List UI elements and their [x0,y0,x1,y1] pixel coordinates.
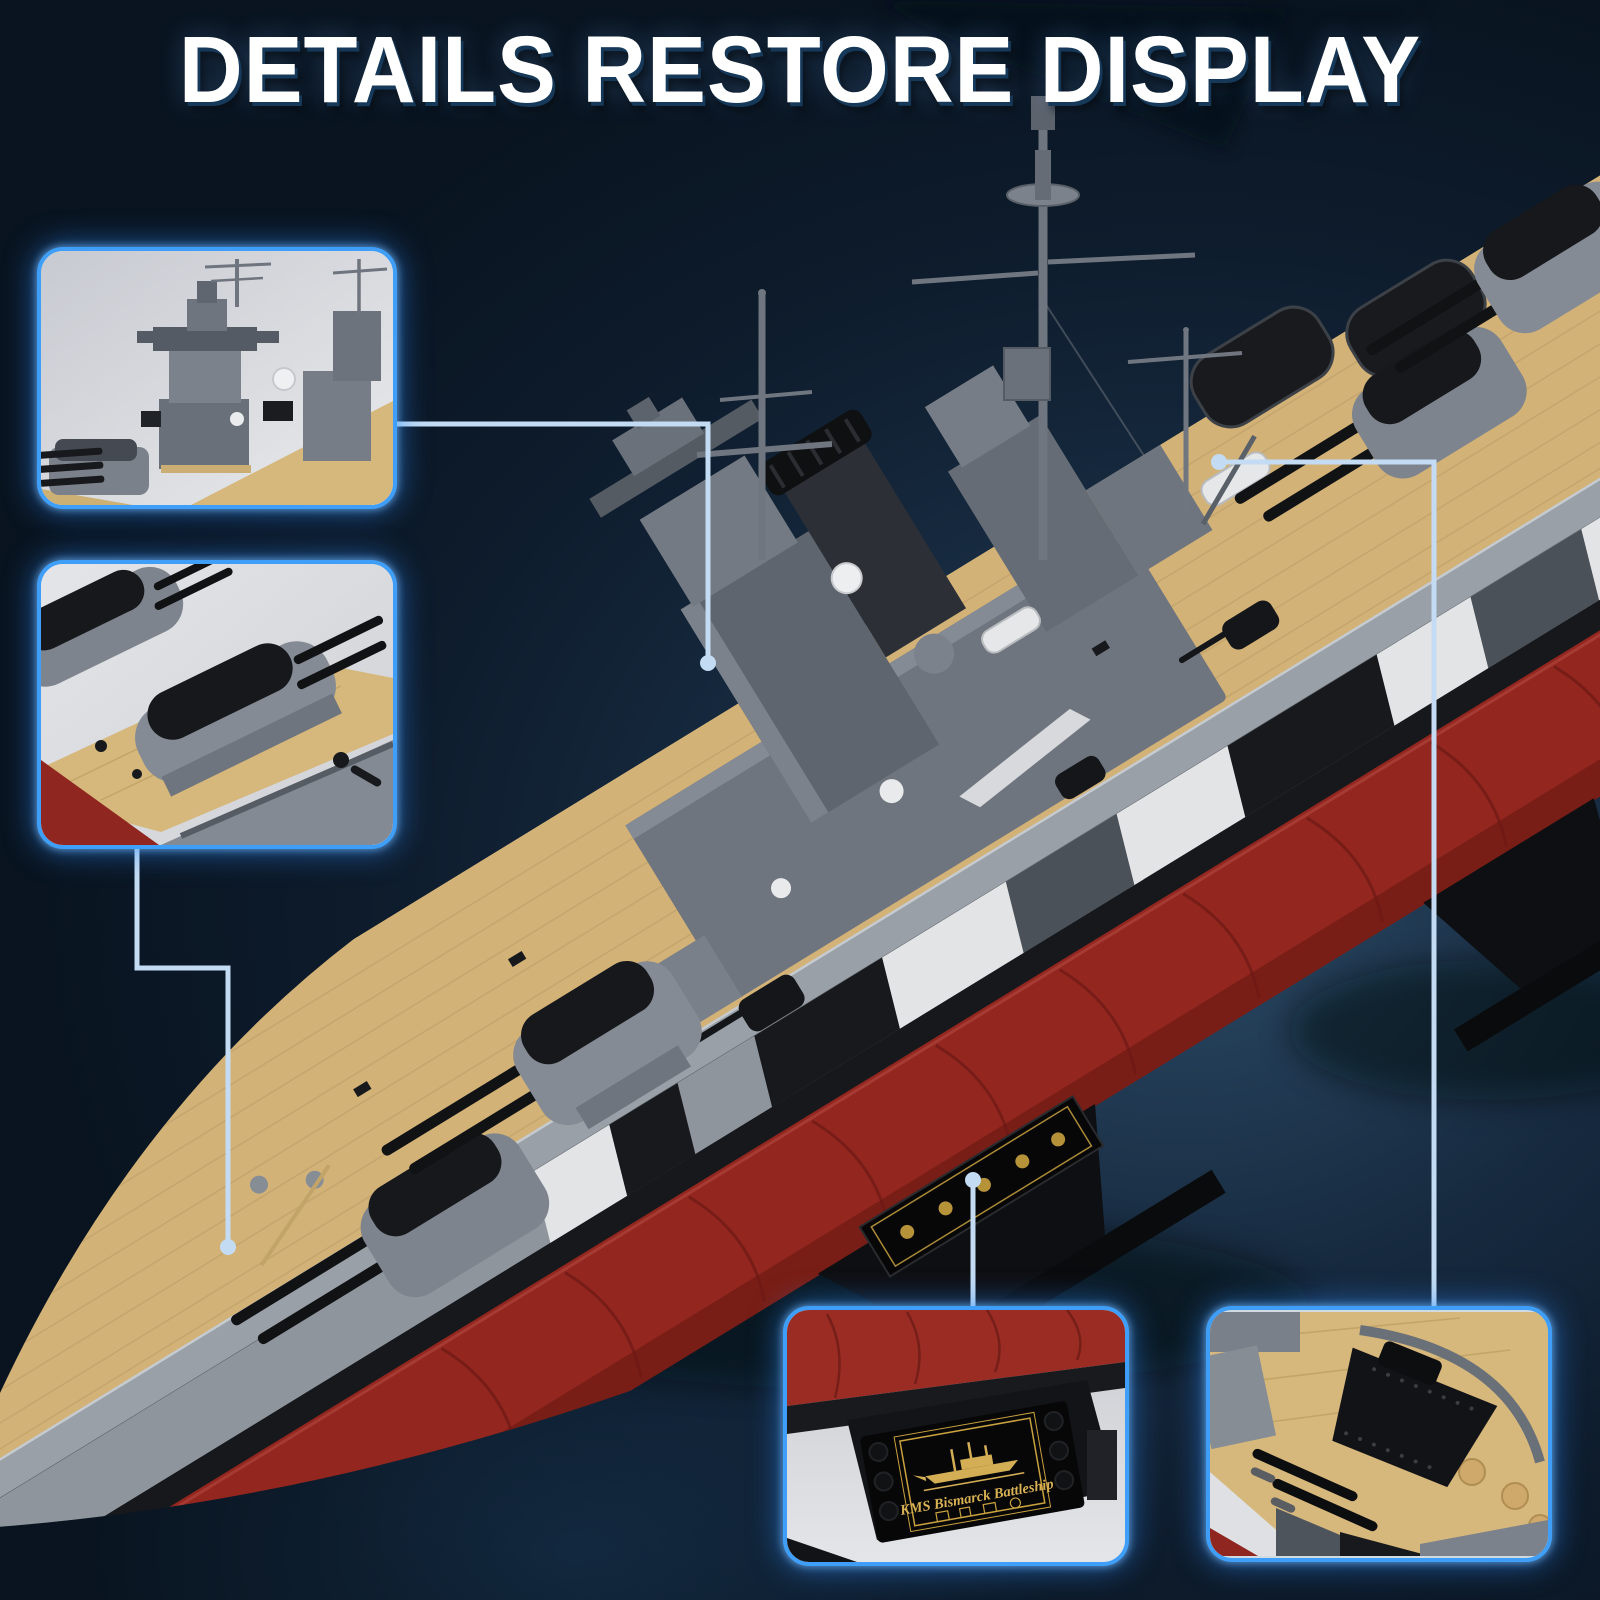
callout-stand-nameplate: KMS Bismarck Battleship [783,1306,1129,1566]
nameplate-mark-icons [900,1132,1066,1239]
foremast [696,289,833,560]
connector-dot-2 [220,1239,236,1255]
masts [696,96,1243,560]
forward-turret [41,439,149,495]
callout-main-turrets [37,560,397,849]
bridge-blocks [137,259,388,473]
main-mast [911,96,1196,560]
nameplate: KMS Bismarck Battleship [860,1401,1085,1543]
connector-dot-1 [700,655,716,671]
aft-turrets [1234,181,1600,522]
deck-trim-arc [1359,1325,1545,1464]
radar-dome [272,367,296,391]
secondary-turret [1250,1341,1498,1532]
connector-dot-4 [1211,454,1227,470]
gun-barrels [1250,1448,1378,1532]
aft-mast [1127,327,1243,512]
deck-fittings [95,740,382,787]
plaque-mark-icons [935,1497,1021,1523]
red-hull-corner [41,760,159,845]
secondary-turrets [691,600,1280,1045]
page-title: DETAILS RESTORE DISPLAY [178,17,1422,123]
bridge-tower [589,396,940,823]
crane [1200,434,1257,526]
connector-line-2 [134,842,231,1242]
connector-lines [134,421,1437,1308]
connector-line-1 [392,421,711,658]
turret-near [135,615,387,797]
forward-turrets [231,960,702,1345]
stand-nameplate-photo: KMS Bismarck Battleship [787,1310,1125,1562]
ship-superstructure [249,258,1487,1267]
deck-fittings [249,640,1110,1267]
connector-line-4 [1224,459,1437,1308]
radar-dome [830,562,863,595]
dazzle-camouflage [0,273,1600,1600]
bridge-superstructure-photo [41,251,393,505]
turret-far [41,564,233,687]
main-turrets-photo [41,564,393,845]
hull-nameplate [858,1095,1105,1278]
blurred-antenna-shadow [870,0,1430,150]
secondary-turret-photo [1210,1312,1548,1556]
callout-secondary-turret [1206,1306,1552,1562]
callout-bridge-superstructure [37,247,397,509]
funnel [759,409,967,658]
connector-dot-3 [965,1172,981,1188]
waterline-stripe [0,332,1600,1600]
catapult [959,708,1091,808]
camouflage-corner [1210,1472,1548,1556]
